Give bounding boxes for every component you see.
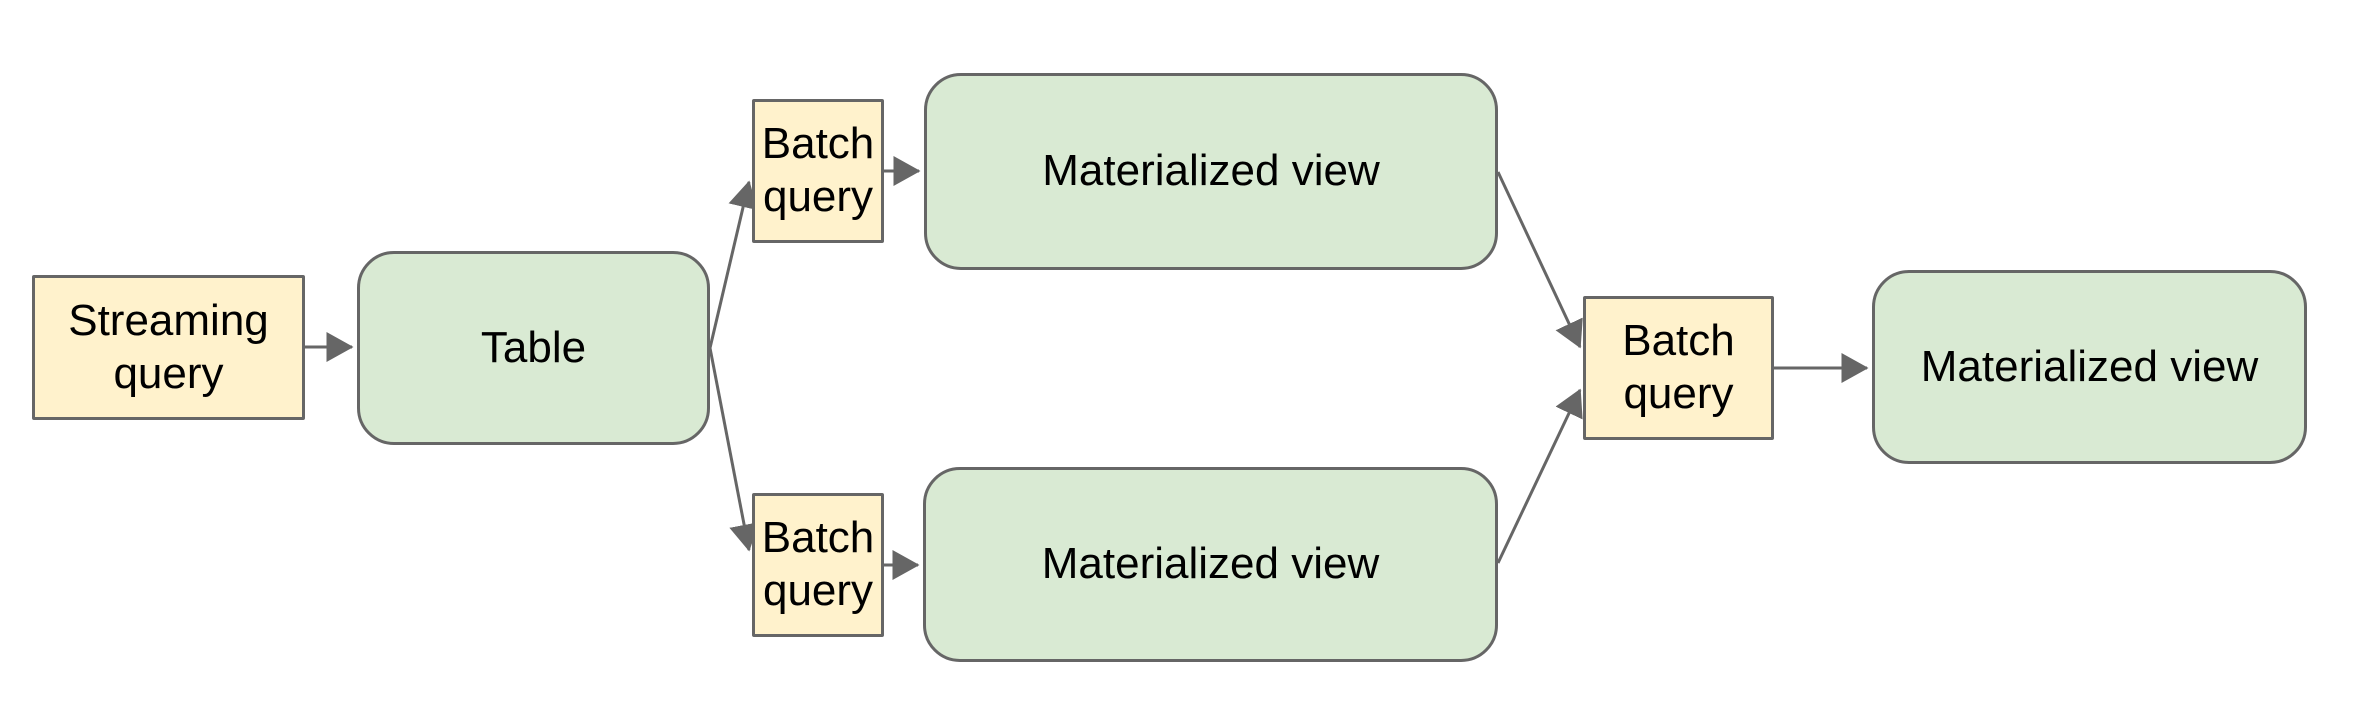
node-table: Table [357,251,710,445]
node-streaming-query-label: Streaming query [68,295,269,398]
edge-mv-bottom-to-batch-query-final [1496,388,1583,564]
node-materialized-view-final-label: Materialized view [1920,341,2259,391]
node-materialized-view-bottom: Materialized view [923,467,1498,662]
node-streaming-query: Streaming query [32,275,305,420]
node-batch-query-final-label: Batch query [1622,316,1735,418]
node-materialized-view-final: Materialized view [1872,270,2307,464]
node-materialized-view-bottom-label: Materialized view [1041,539,1380,589]
edge-mv-top-to-batch-query-final [1496,171,1583,349]
node-batch-query-bottom-label: Batch query [761,513,875,615]
node-materialized-view-top: Materialized view [924,73,1498,270]
node-table-label: Table [480,322,587,372]
node-batch-query-top: Batch query [752,99,884,243]
edge-table-to-batch-query-top [708,180,758,349]
node-materialized-view-top-label: Materialized view [1042,146,1380,196]
edge-table-to-batch-query-bottom [708,347,759,552]
node-batch-query-bottom: Batch query [752,493,884,637]
node-batch-query-final: Batch query [1583,296,1774,440]
node-batch-query-top-label: Batch query [761,119,875,221]
